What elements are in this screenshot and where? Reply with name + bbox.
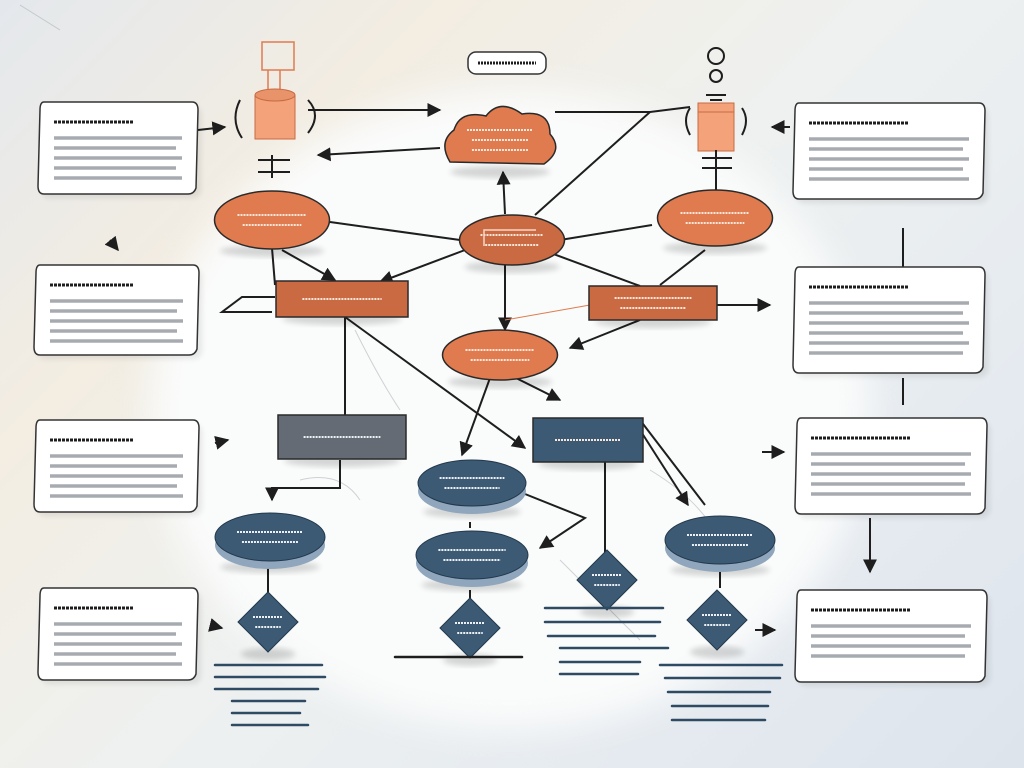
bottom-line-groups [213,606,784,727]
disc-node-right[interactable] [664,515,776,576]
nodes-layer [213,105,776,666]
disc-node-left[interactable] [214,512,326,573]
connectors [104,103,904,637]
rect-node-gray[interactable] [277,414,407,467]
line-group-right [658,663,784,722]
note-card-left-4[interactable] [37,587,201,684]
title-pill [467,51,547,75]
ellipse-node-lower[interactable] [441,329,559,388]
ellipse-node-center[interactable] [458,214,566,273]
note-card-right-4[interactable] [794,589,990,686]
note-card-right-1[interactable] [792,102,988,203]
rect-node-right[interactable] [588,285,718,328]
database-gear-icon [685,47,747,190]
cards-layer [33,101,990,686]
diamond-node-left[interactable] [237,591,299,660]
note-card-left-2[interactable] [33,264,202,359]
disc-node-center-top[interactable] [417,459,527,518]
rect-node-navy[interactable] [532,417,644,470]
ellipse-node-left[interactable] [213,190,331,257]
database-cylinder-icon [234,41,316,178]
cloud-node[interactable] [444,105,557,178]
diamond-node-right[interactable] [686,589,748,658]
rect-node-left[interactable] [275,280,409,325]
note-card-right-2[interactable] [792,266,988,377]
note-card-left-3[interactable] [33,419,202,516]
line-group-left [213,663,327,727]
note-card-right-3[interactable] [794,417,990,518]
disc-node-center-bottom[interactable] [415,530,529,591]
ellipse-node-right[interactable] [656,189,774,254]
note-card-left-1[interactable] [37,101,201,198]
line-group-mid [543,606,670,676]
